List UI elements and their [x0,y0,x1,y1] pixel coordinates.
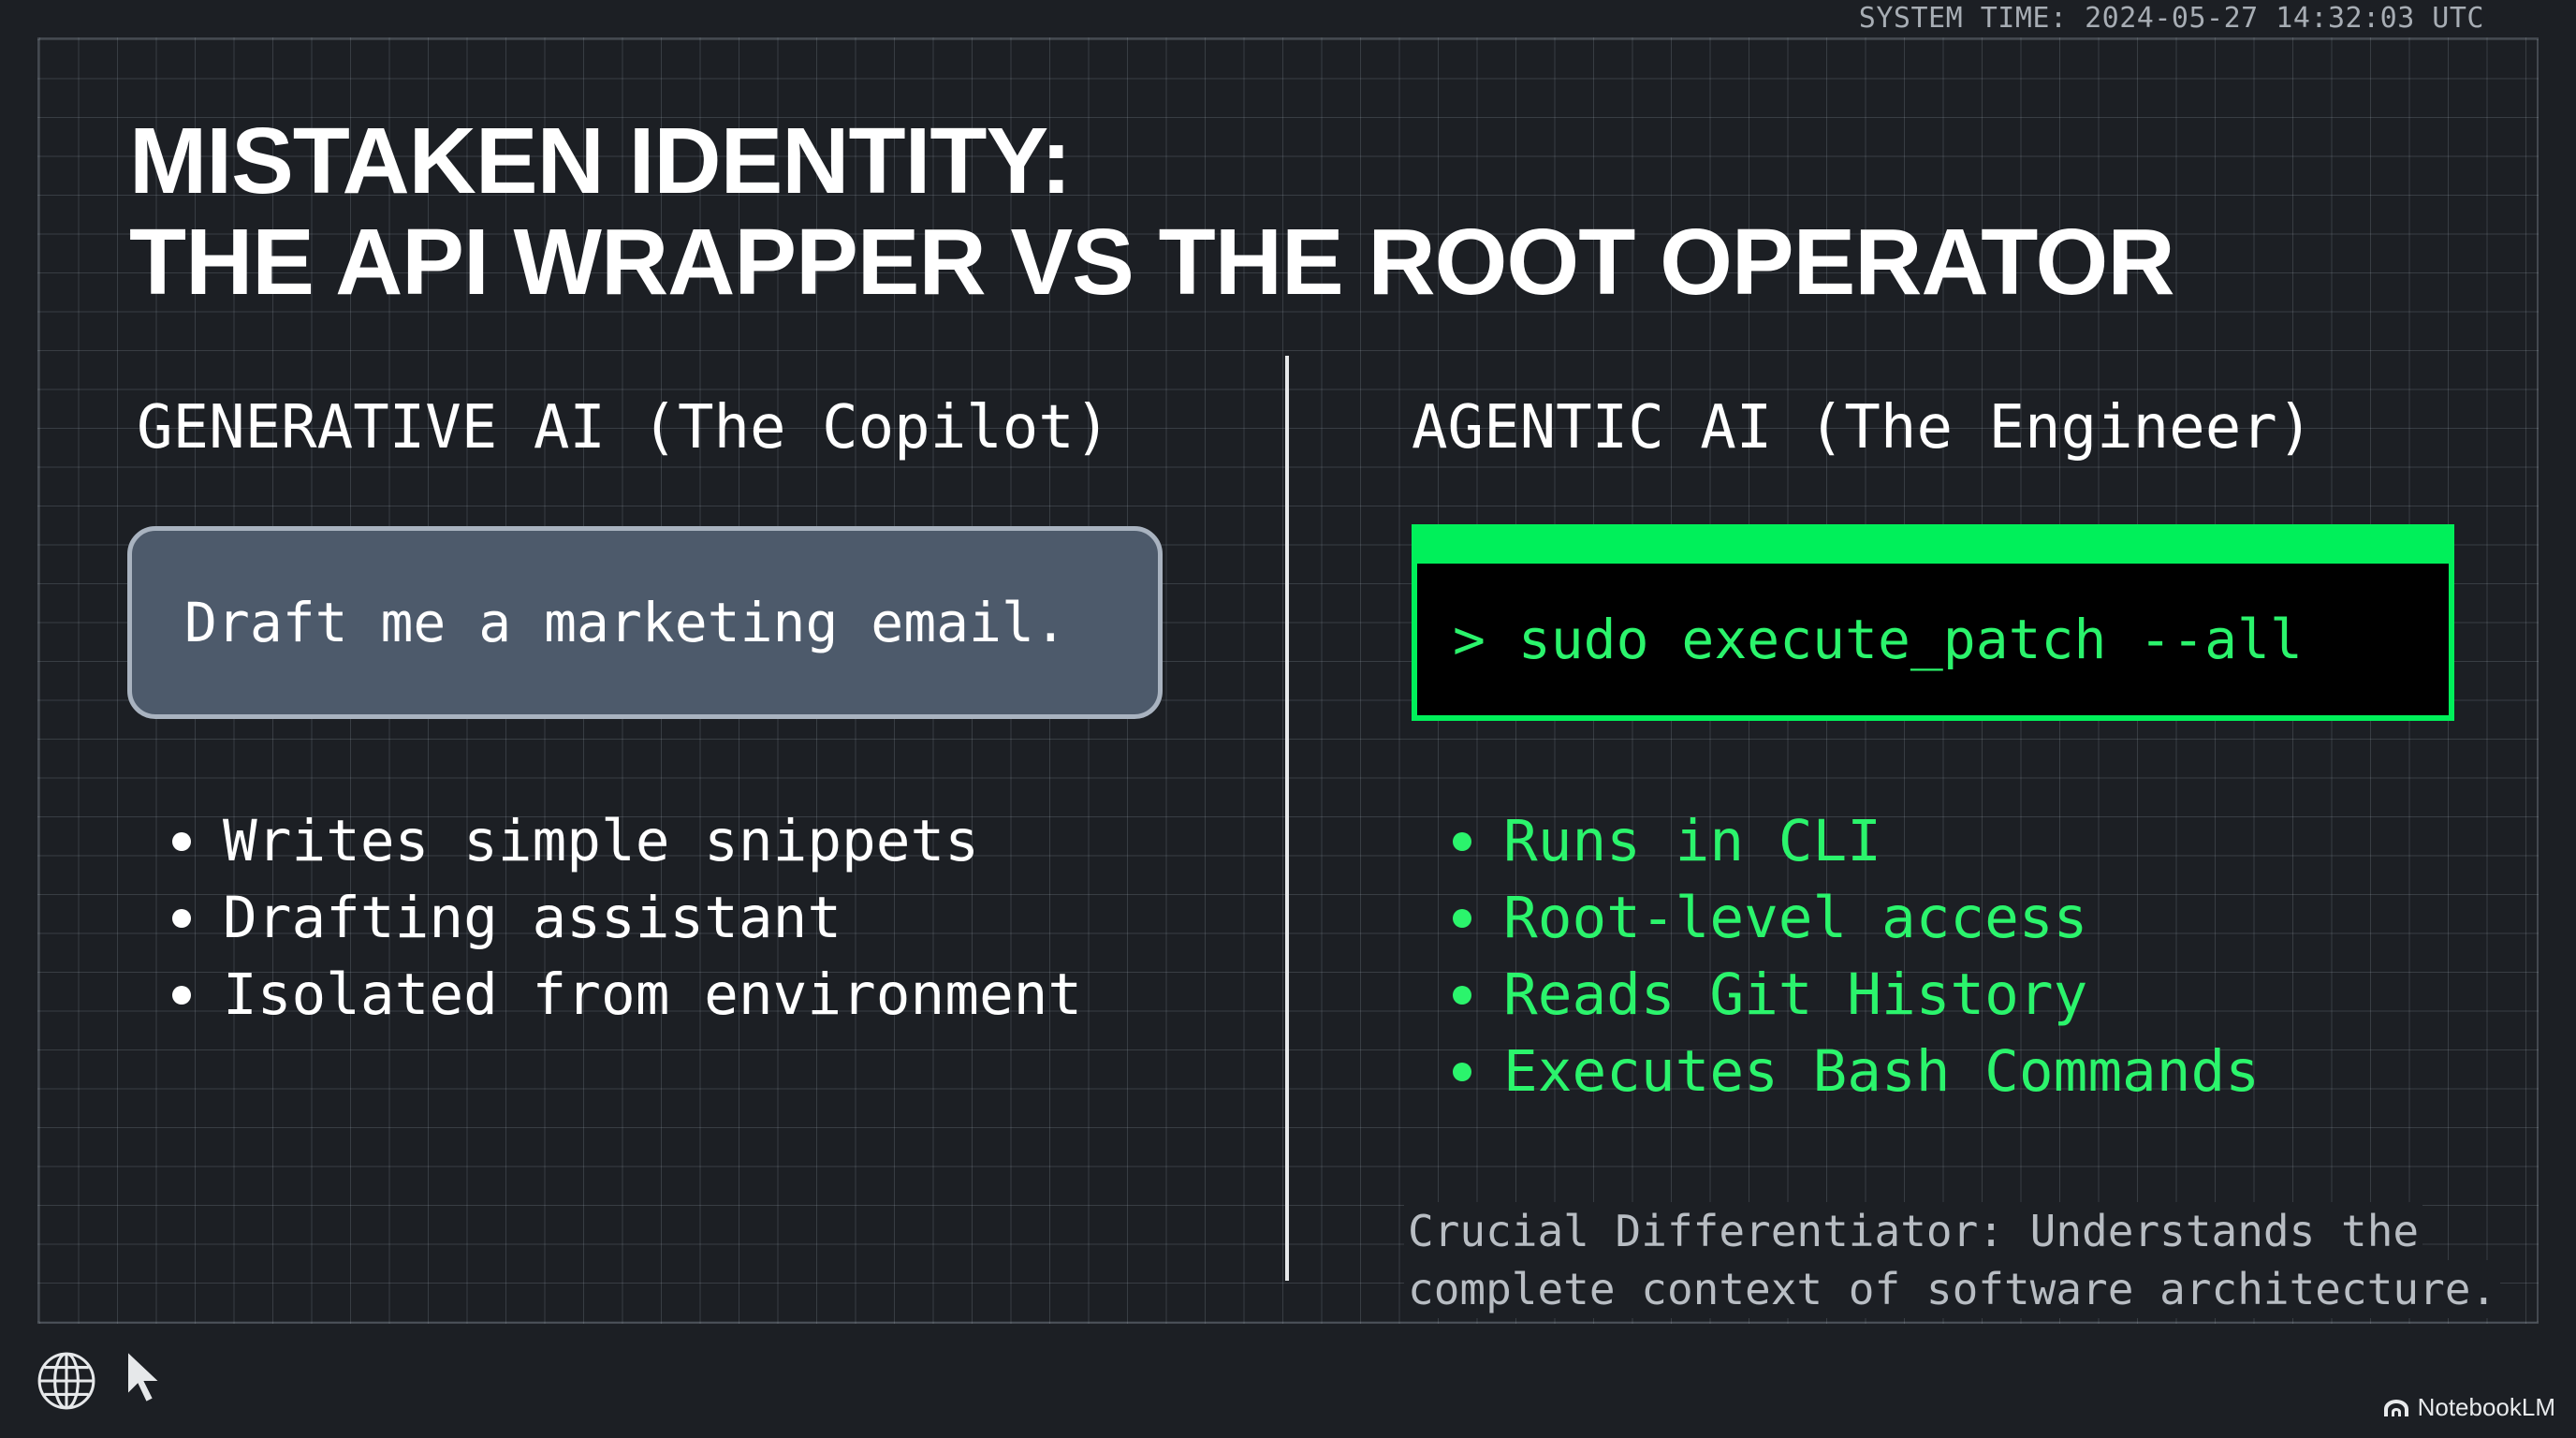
slide-title-line-2: THE API WRAPPER VS THE ROOT OPERATOR [129,210,2175,315]
bullet-text: Executes Bash Commands [1503,1038,2260,1105]
bullet-text: Runs in CLI [1503,808,1881,874]
list-item: Runs in CLI [1453,803,2260,880]
notebooklm-logo-icon [2383,1399,2408,1416]
bullet-dot-icon [172,909,191,928]
globe-icon[interactable] [36,1350,97,1412]
bullet-dot-icon [1453,1063,1471,1081]
column-divider [1285,356,1289,1281]
bullet-dot-icon [172,832,191,851]
system-time: SYSTEM TIME: 2024-05-27 14:32:03 UTC [1851,2,2492,35]
brand-name: NotebookLM [2417,1393,2555,1421]
chat-prompt-text: Draft me a marketing email. [184,591,1067,654]
agentic-ai-heading: AGENTIC AI (The Engineer) [1412,393,2314,462]
bullet-dot-icon [172,986,191,1005]
terminal-window: > sudo execute_patch --all [1412,524,2454,721]
bullet-dot-icon [1453,832,1471,851]
slide-title: MISTAKEN IDENTITY: THE API WRAPPER VS TH… [129,109,2175,315]
bullet-text: Writes simple snippets [223,808,979,874]
generative-ai-heading: GENERATIVE AI (The Copilot) [137,393,1111,462]
bullet-text: Drafting assistant [223,885,842,951]
differentiator-note: Crucial Differentiator: Understands the … [1404,1202,2501,1318]
list-item: Reads Git History [1453,957,2260,1034]
list-item: Isolated from environment [172,957,1082,1034]
slide-title-line-1: MISTAKEN IDENTITY: [129,109,1072,213]
list-item: Root-level access [1453,880,2260,957]
cursor-icon[interactable] [124,1348,165,1406]
bullet-text: Root-level access [1503,885,2088,951]
list-item: Drafting assistant [172,880,1082,957]
generative-ai-bullet-list: Writes simple snippets Drafting assistan… [172,803,1082,1034]
bullet-dot-icon [1453,986,1471,1005]
bullet-dot-icon [1453,909,1471,928]
chat-prompt-box: Draft me a marketing email. [127,526,1163,719]
differentiator-line-2: complete context of software architectur… [1404,1260,2501,1318]
list-item: Writes simple snippets [172,803,1082,880]
list-item: Executes Bash Commands [1453,1034,2260,1110]
bullet-text: Reads Git History [1503,961,2088,1028]
agentic-ai-bullet-list: Runs in CLI Root-level access Reads Git … [1453,803,2260,1110]
notebooklm-brand: NotebookLM [2382,1393,2555,1422]
terminal-command: > sudo execute_patch --all [1453,608,2303,671]
bullet-text: Isolated from environment [223,961,1083,1028]
differentiator-line-1: Crucial Differentiator: Understands the [1404,1202,2423,1260]
